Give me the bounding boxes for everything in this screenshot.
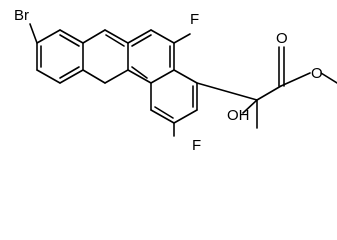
upper-right-aromatic-ring (127, 29, 175, 84)
bond-to-hydroxyl (242, 99, 258, 114)
bond (150, 29, 175, 44)
bond (105, 34, 125, 47)
bond (127, 69, 152, 84)
bond-to-carbonyl-carbon (256, 85, 282, 101)
molecule-structure: Br F F OH O O (14, 7, 337, 154)
carbonyl-oxygen-label: O (276, 30, 288, 47)
central-aromatic-ring (82, 29, 129, 84)
bond (104, 29, 129, 44)
ester-oxygen-label: O (311, 65, 323, 82)
fluorine-top-label: F (190, 11, 199, 28)
bond-to-fluorine-top (173, 33, 191, 44)
bond-to-bromine (29, 23, 38, 44)
fluorine-bottom-label: F (192, 137, 201, 154)
bond (173, 109, 198, 124)
bond (82, 69, 106, 84)
bond (131, 34, 152, 47)
bond (127, 29, 152, 44)
bond (59, 69, 84, 84)
bond (59, 34, 80, 47)
bond (173, 69, 198, 84)
bond (36, 69, 61, 84)
bond (59, 66, 80, 79)
substituent-bonds (29, 23, 337, 137)
bond-to-ester-oxygen (280, 72, 311, 87)
bond (36, 29, 61, 44)
bond (154, 106, 174, 119)
bond (150, 109, 175, 124)
hydroxyl-label: OH (227, 107, 250, 124)
left-aromatic-ring (36, 29, 84, 84)
lower-aromatic-ring (150, 69, 198, 124)
bond (131, 66, 148, 79)
bond (104, 69, 129, 84)
bond-to-quaternary-carbon (196, 82, 258, 101)
bond (59, 29, 84, 44)
bromine-label: Br (14, 7, 29, 24)
bond (150, 69, 175, 84)
bond (82, 29, 106, 44)
bond-to-methoxy (320, 72, 337, 84)
